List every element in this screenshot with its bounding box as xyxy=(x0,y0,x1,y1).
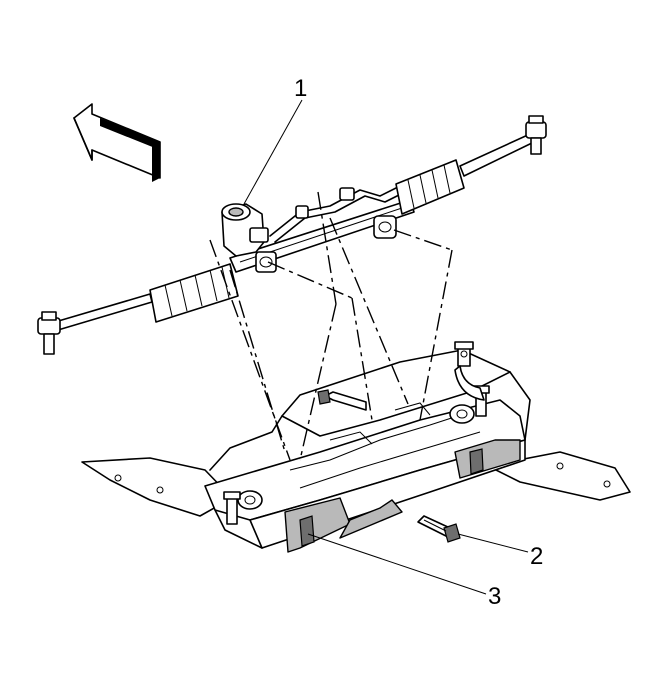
callout-3: 3 xyxy=(488,583,501,610)
frame xyxy=(81,349,631,553)
rear-bolt xyxy=(317,389,367,411)
alignment-lines xyxy=(209,191,453,461)
callout-2: 2 xyxy=(530,543,543,570)
leader-lines xyxy=(243,99,529,595)
stabilizer-link xyxy=(454,341,485,401)
steering-gear xyxy=(37,115,547,355)
front-direction-arrow-icon xyxy=(73,103,161,182)
bolt xyxy=(417,515,461,543)
callout-1: 1 xyxy=(294,75,307,102)
